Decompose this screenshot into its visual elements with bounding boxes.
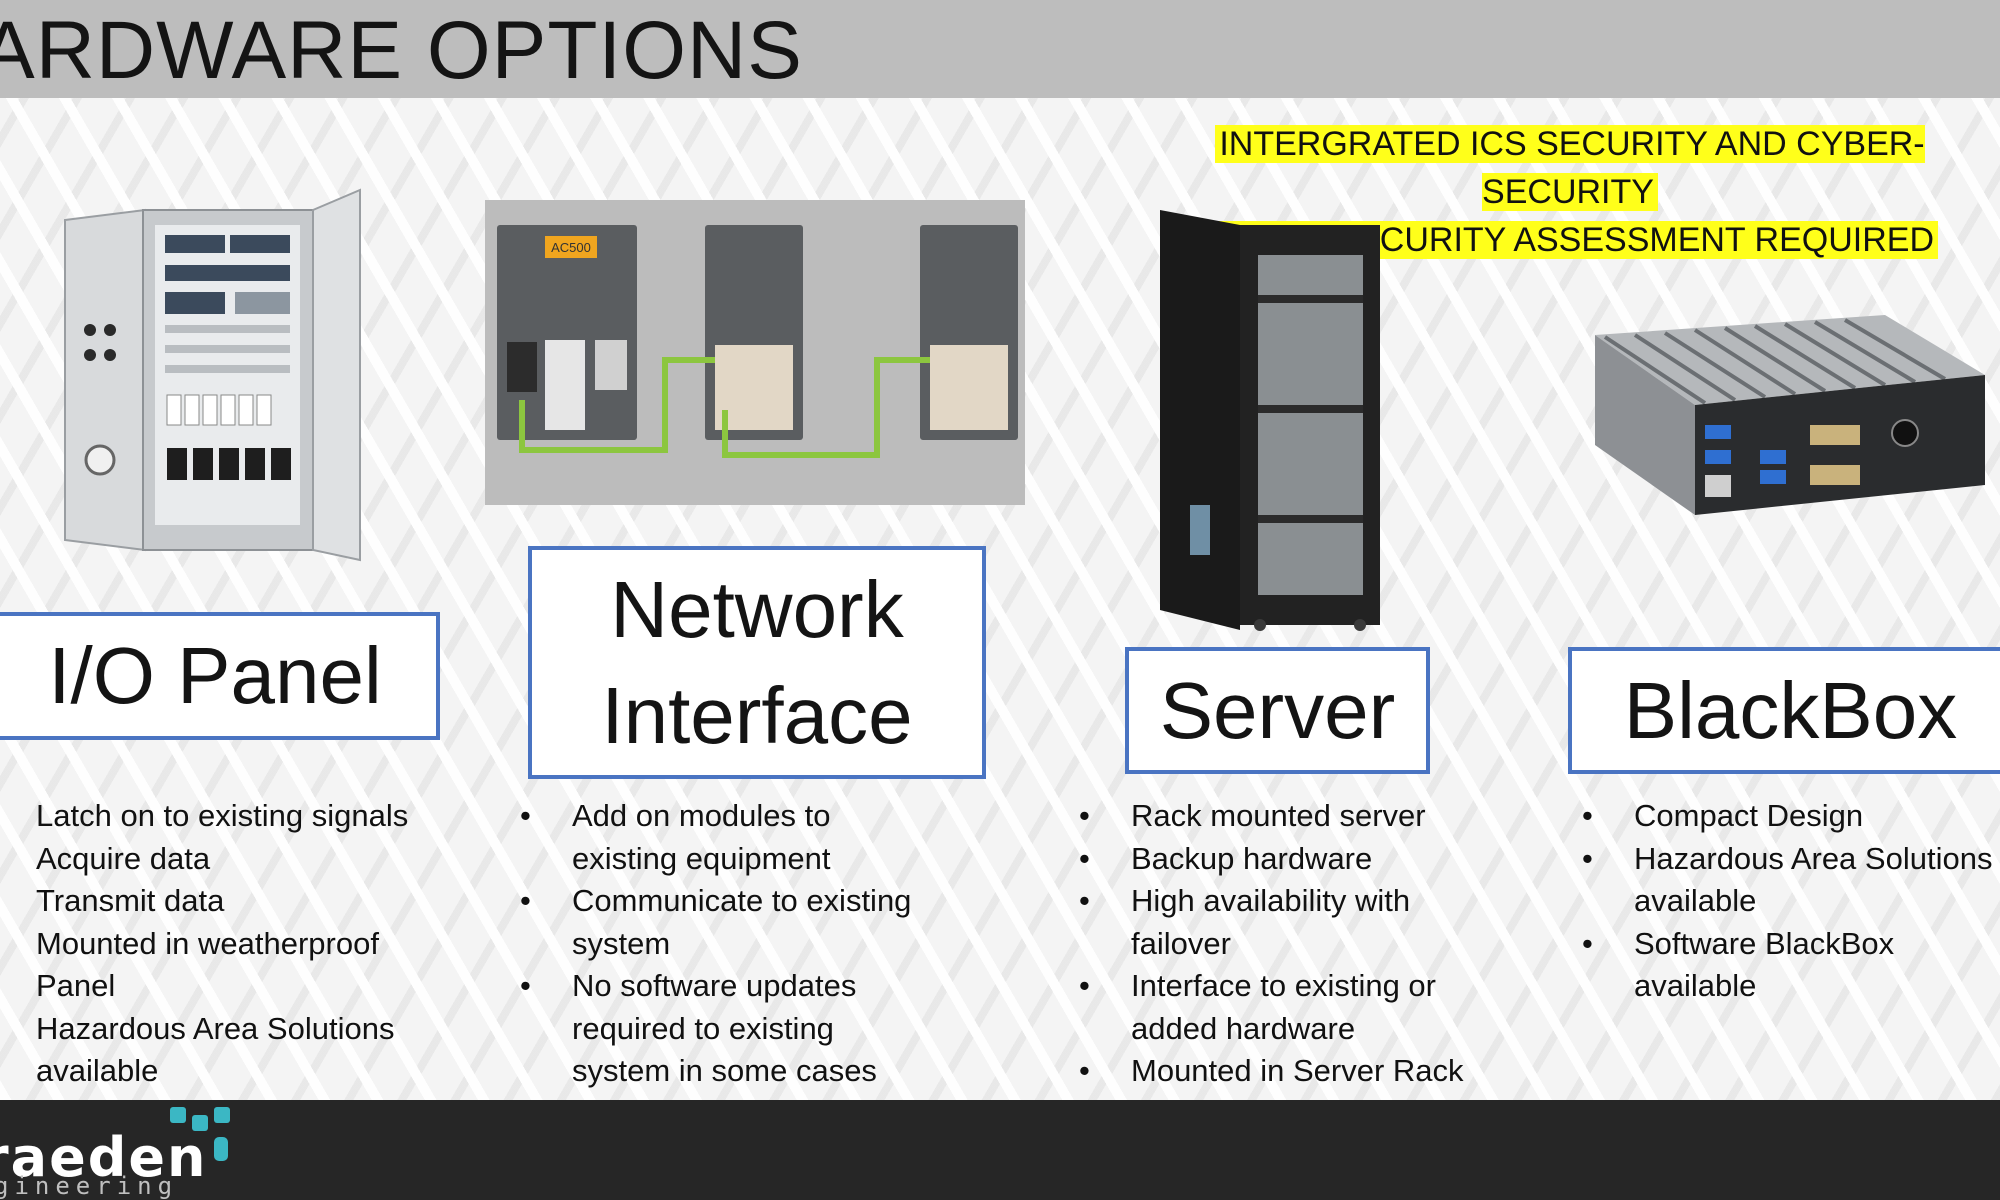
logo-mark-icon bbox=[170, 1107, 230, 1161]
list-item: system in some cases bbox=[572, 1053, 877, 1088]
list-item: available bbox=[36, 1053, 159, 1088]
list-item: available bbox=[1634, 968, 1757, 1003]
network-interface-label: Network Interface bbox=[528, 546, 986, 779]
server-label: Server bbox=[1125, 647, 1430, 774]
blackbox-bullets: Compact Design Hazardous Area Solutions … bbox=[1582, 795, 1993, 1008]
network-interface-image: AC500 bbox=[485, 200, 1025, 505]
network-label-line-1: Network bbox=[610, 564, 904, 654]
server-label-text: Server bbox=[1159, 665, 1396, 755]
list-item: High availability with bbox=[1079, 880, 1464, 923]
list-item: Compact Design bbox=[1582, 795, 1992, 838]
list-item: required to existing bbox=[572, 1010, 834, 1046]
company-logo-subtext: gineering bbox=[0, 1172, 179, 1200]
footer-bar bbox=[0, 1100, 2000, 1200]
io-panel-image bbox=[64, 188, 361, 562]
list-item: Software BlackBox bbox=[1582, 923, 1992, 966]
list-item: Backup hardware bbox=[1079, 838, 1464, 881]
list-item: failover bbox=[1131, 925, 1231, 961]
list-item: system bbox=[572, 925, 671, 961]
blackbox-label: BlackBox bbox=[1568, 647, 2000, 774]
network-label-line-2: Interface bbox=[601, 670, 913, 760]
list-item: existing equipment bbox=[572, 840, 831, 876]
list-item: Panel bbox=[36, 968, 116, 1003]
list-item: Transmit data bbox=[36, 883, 225, 918]
io-panel-label: I/O Panel bbox=[0, 612, 440, 740]
title-bar: ARDWARE OPTIONS bbox=[0, 0, 2000, 98]
server-bullets: Rack mounted server Backup hardware High… bbox=[1079, 795, 1464, 1093]
blackbox-label-text: BlackBox bbox=[1623, 665, 1958, 755]
list-item: Add on modules to bbox=[520, 795, 911, 838]
list-item: Mounted in weatherproof bbox=[36, 925, 379, 961]
list-item: Rack mounted server bbox=[1079, 795, 1464, 838]
list-item: Interface to existing or bbox=[1079, 965, 1464, 1008]
list-item: available bbox=[1634, 883, 1757, 918]
list-item: Latch on to existing signals bbox=[36, 798, 409, 833]
list-item: Hazardous Area Solutions bbox=[36, 1010, 395, 1046]
security-notice: INTERGRATED ICS SECURITY AND CYBER-SECUR… bbox=[1130, 120, 2000, 264]
list-item: Hazardous Area Solutions bbox=[1582, 838, 1993, 881]
page-title: ARDWARE OPTIONS bbox=[0, 5, 803, 96]
io-panel-label-text: I/O Panel bbox=[48, 631, 382, 720]
network-interface-bullets: Add on modules to existing equipment Com… bbox=[520, 795, 912, 1093]
server-rack-image bbox=[1160, 210, 1380, 631]
list-item: added hardware bbox=[1131, 1010, 1356, 1046]
company-logo-text: raeden bbox=[0, 1126, 208, 1189]
list-item: Communicate to existing bbox=[520, 880, 912, 923]
plc-display-text: AC500 bbox=[551, 240, 591, 255]
io-panel-bullets: Latch on to existing signals Acquire dat… bbox=[36, 795, 408, 1093]
notice-line-1: INTERGRATED ICS SECURITY AND CYBER-SECUR… bbox=[1215, 125, 1925, 211]
list-item: Mounted in Server Rack bbox=[1079, 1050, 1463, 1093]
blackbox-image bbox=[1595, 315, 1985, 515]
list-item: No software updates bbox=[520, 965, 911, 1008]
list-item: Acquire data bbox=[36, 840, 211, 876]
